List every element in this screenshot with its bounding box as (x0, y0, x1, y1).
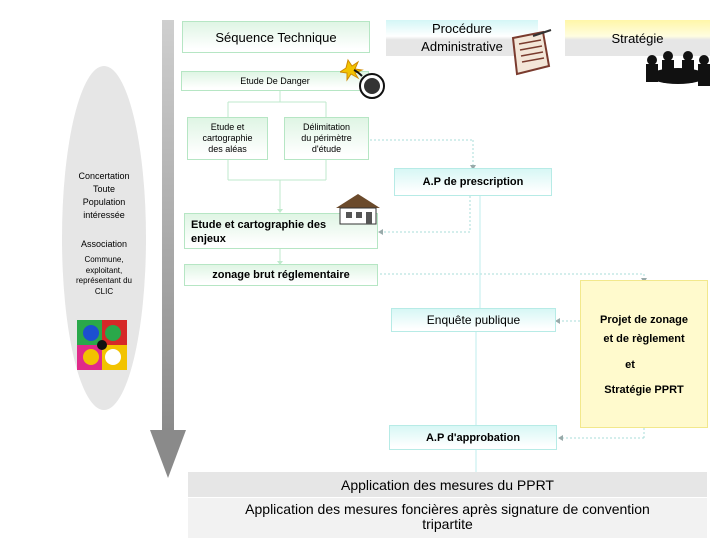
document-icon (503, 28, 555, 80)
header-sequence-label: Séquence Technique (215, 29, 337, 45)
box-ap-prescription: A.P de prescription (394, 168, 552, 196)
fonciere-label-1: Application des mesures foncières après … (245, 501, 650, 517)
etude-danger-label: Etude De Danger (240, 76, 310, 86)
interessee-label: intéressée (83, 210, 125, 220)
projet-label-3: et (625, 359, 635, 371)
association-detail-3: représentant du (75, 276, 133, 285)
delim-label-3: d'étude (311, 144, 342, 154)
projet-label-4: Stratégie PPRT (604, 384, 684, 396)
enjeux-label-1: Etude et cartographie des (191, 219, 327, 231)
box-projet-zonage: Projet de zonage et de règlement et Stra… (580, 280, 708, 428)
box-ap-approbation: A.P d'approbation (389, 425, 557, 450)
concertation-text: Concertation Toute Population intéressée… (62, 170, 146, 297)
bar-application-pprt: Application des mesures du PPRT (188, 472, 707, 497)
population-label: Population (82, 197, 126, 207)
people-heads-icon (77, 320, 127, 370)
box-etude-aleas: Etude et cartographie des aléas (187, 117, 268, 160)
association-detail-4: CLIC (94, 286, 114, 296)
bar-application-fonciere: Application des mesures foncières après … (188, 498, 707, 538)
box-etude-danger: Etude De Danger (181, 71, 369, 91)
toute-label: Toute (92, 184, 116, 194)
box-enquete-publique: Enquête publique (391, 308, 556, 332)
ap-approbation-label: A.P d'approbation (425, 431, 521, 444)
concertation-label: Concertation (78, 171, 130, 181)
header-strategie: Stratégie (565, 20, 710, 56)
aleas-label-3: des aléas (208, 144, 247, 154)
delim-label-2: du périmètre (301, 133, 352, 143)
procedure-label-1: Procédure (432, 21, 492, 36)
projet-label-1: Projet de zonage (599, 314, 689, 326)
delim-label-1: Délimitation (302, 122, 351, 132)
house-icon (332, 190, 384, 226)
bomb-icon (338, 58, 388, 102)
box-delimitation: Délimitation du périmètre d'étude (284, 117, 369, 160)
procedure-label-2: Administrative (421, 39, 503, 54)
association-label: Association (80, 239, 128, 249)
enjeux-label-2: enjeux (191, 233, 226, 245)
strategie-label: Stratégie (611, 30, 664, 46)
association-detail: Commune, (84, 255, 124, 264)
ap-prescription-label: A.P de prescription (422, 176, 524, 188)
projet-label-2: et de règlement (603, 333, 685, 345)
header-sequence-technique: Séquence Technique (182, 21, 370, 53)
association-detail-2: exploitant, (85, 265, 123, 275)
timeline-arrow (150, 20, 186, 480)
enquete-label: Enquête publique (426, 313, 521, 327)
aleas-label-1: Etude et (210, 122, 245, 132)
zonage-brut-label: zonage brut réglementaire (212, 269, 350, 281)
box-zonage-brut: zonage brut réglementaire (184, 264, 378, 286)
aleas-label-2: cartographie (202, 133, 253, 143)
meeting-icon (642, 46, 712, 90)
fonciere-label-2: tripartite (422, 516, 473, 532)
application-label: Application des mesures du PPRT (341, 476, 554, 493)
